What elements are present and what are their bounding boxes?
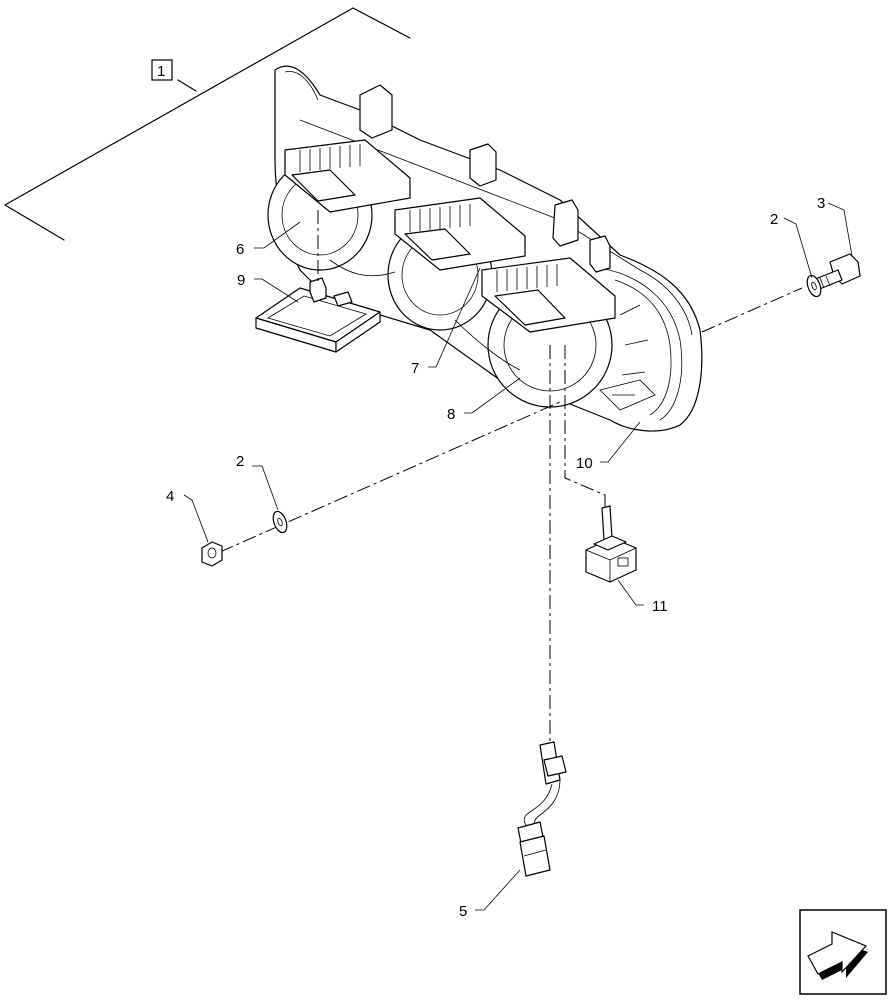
part-2-washer-right xyxy=(806,274,822,298)
assembly-bracket xyxy=(4,7,411,241)
callout-2-right: 2 xyxy=(770,211,778,228)
callout-11: 11 xyxy=(652,598,668,615)
part-9-ballast xyxy=(255,277,381,353)
next-page-arrow-icon[interactable] xyxy=(799,909,887,995)
callout-2-left: 2 xyxy=(236,453,244,470)
callout-6: 6 xyxy=(236,241,244,258)
headlamp-assembly xyxy=(267,65,703,432)
callout-3: 3 xyxy=(817,195,825,212)
callout-8: 8 xyxy=(447,406,455,423)
callout-10: 10 xyxy=(576,455,593,472)
callout-7: 7 xyxy=(411,360,419,377)
callout-1: 1 xyxy=(157,63,165,80)
part-5-harness xyxy=(517,741,567,877)
leader-lines xyxy=(183,202,853,911)
callout-9: 9 xyxy=(237,272,245,289)
callout-4: 4 xyxy=(166,488,174,505)
callout-5: 5 xyxy=(459,903,467,920)
part-2-washer-left xyxy=(272,510,288,534)
part-11-bulb xyxy=(585,505,637,583)
part-4-nut xyxy=(201,541,223,567)
